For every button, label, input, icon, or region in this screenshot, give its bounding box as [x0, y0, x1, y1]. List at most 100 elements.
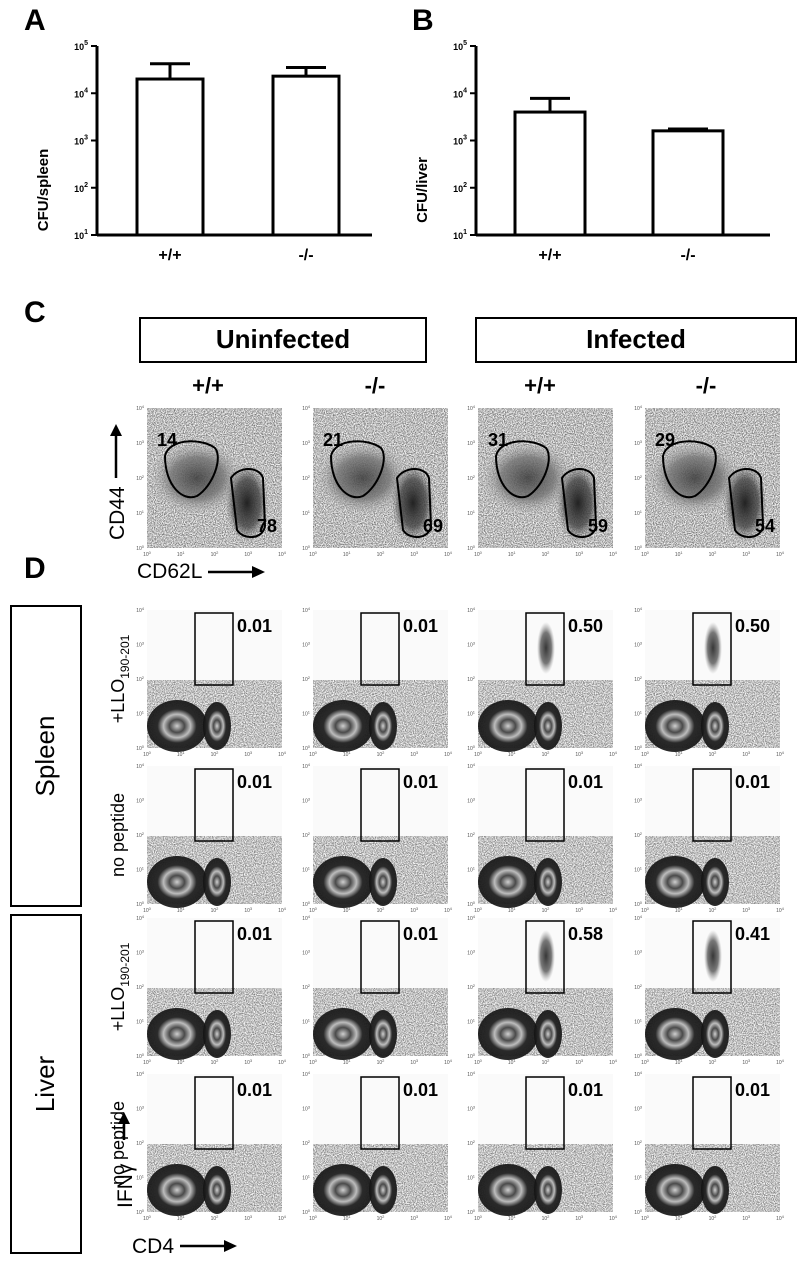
y-tick-exponent: 1 — [308, 1018, 311, 1023]
y-tick-exponent: 4 — [473, 914, 476, 919]
y-tick-label: 100 — [634, 1052, 643, 1060]
y-tick-label: 102 — [467, 1139, 476, 1147]
x-tick-label: 104 — [609, 1214, 618, 1222]
y-tick-label: 101 — [136, 866, 145, 874]
y-tick-label: 100 — [634, 744, 643, 752]
x-tick-exponent: 3 — [250, 750, 253, 755]
gate-percent-lower: 59 — [588, 516, 608, 536]
x-tick-exponent: 3 — [416, 550, 419, 555]
x-tick-exponent: 2 — [714, 906, 717, 911]
cd4-axis-label: CD4 — [132, 1235, 174, 1258]
y-tick-label: 104 — [634, 1070, 643, 1078]
x-tick-exponent: 3 — [250, 550, 253, 555]
x-tick-label: 103 — [742, 550, 751, 558]
tissue-label-spleen: Spleen — [30, 716, 60, 797]
x-tick-exponent: 2 — [714, 1058, 717, 1063]
y-tick-exponent: 2 — [142, 1139, 145, 1144]
x-tick-exponent: 0 — [315, 750, 318, 755]
y-tick-exponent: 3 — [308, 641, 311, 646]
y-tick-label: 101 — [634, 1174, 643, 1182]
x-tick-label: 100 — [641, 906, 650, 914]
y-tick-exponent: 3 — [142, 439, 145, 444]
x-tick-exponent: 0 — [647, 750, 650, 755]
y-tick-exponent: 4 — [308, 1070, 311, 1075]
x-tick-exponent: 3 — [748, 1058, 751, 1063]
cd4-negative-population — [147, 700, 207, 752]
population-cloud — [149, 440, 245, 516]
y-tick-label: 102 — [634, 675, 643, 683]
x-tick-exponent: 0 — [315, 550, 318, 555]
ifng-gate — [360, 1076, 400, 1150]
y-tick-exponent: 4 — [308, 404, 311, 409]
x-tick-label: 103 — [410, 1214, 419, 1222]
x-tick-exponent: 4 — [450, 550, 453, 555]
x-tick-label: 100 — [474, 906, 483, 914]
right-arrow-head-icon — [252, 566, 265, 578]
y-tick-exponent: 1 — [640, 710, 643, 715]
x-tick-label: 104 — [776, 550, 785, 558]
ifng-axis-label: IFNγ — [114, 1163, 137, 1208]
y-tick-exponent: 4 — [473, 762, 476, 767]
y-tick-exponent: 2 — [473, 831, 476, 836]
y-tick-label: 103 — [136, 1105, 145, 1113]
ifng-gate — [525, 768, 565, 842]
category-label: -/- — [298, 247, 313, 264]
y-axis-label: CFU/spleen — [35, 149, 52, 232]
y-tick-label: 103 — [453, 135, 467, 147]
y-tick-exponent: 0 — [640, 544, 643, 549]
y-tick-exponent: 4 — [640, 914, 643, 919]
cd4-negative-population — [478, 1008, 538, 1060]
x-tick-exponent: 2 — [714, 1214, 717, 1219]
x-tick-label: 101 — [508, 1214, 517, 1222]
gate-percent: 0.58 — [568, 924, 603, 944]
y-tick-exponent: 0 — [473, 1052, 476, 1057]
y-tick-label: 103 — [302, 641, 311, 649]
gate-percent-lower: 69 — [423, 516, 443, 536]
x-tick-label: 101 — [508, 906, 517, 914]
tissue-box-spleen — [10, 605, 82, 907]
x-tick-exponent: 2 — [216, 906, 219, 911]
x-tick-exponent: 2 — [382, 906, 385, 911]
x-tick-exponent: 2 — [547, 906, 550, 911]
x-tick-exponent: 1 — [680, 1214, 683, 1219]
ifng-gate — [194, 768, 234, 842]
x-tick-label: 103 — [244, 550, 253, 558]
x-tick-label: 100 — [641, 550, 650, 558]
x-tick-label: 100 — [474, 550, 483, 558]
x-tick-exponent: 4 — [450, 906, 453, 911]
condition-label: no peptide — [108, 793, 128, 877]
panel-d-tissue-labels: Spleen Liver — [10, 605, 82, 1254]
y-tick-exponent: 1 — [84, 229, 88, 236]
y-tick-exponent: 5 — [84, 40, 88, 47]
x-tick-exponent: 1 — [513, 1214, 516, 1219]
cd4-positive-population — [701, 702, 729, 750]
y-tick-label: 100 — [467, 1208, 476, 1216]
y-tick-exponent: 3 — [308, 439, 311, 444]
x-tick-exponent: 1 — [680, 906, 683, 911]
y-tick-label: 103 — [302, 949, 311, 957]
x-tick-exponent: 0 — [149, 550, 152, 555]
x-tick-exponent: 4 — [284, 550, 287, 555]
cd4-positive-population — [203, 858, 231, 906]
y-tick-exponent: 3 — [308, 1105, 311, 1110]
y-tick-exponent: 1 — [142, 1018, 145, 1023]
x-tick-exponent: 0 — [480, 906, 483, 911]
x-tick-exponent: 3 — [416, 906, 419, 911]
x-tick-exponent: 1 — [182, 550, 185, 555]
y-tick-label: 100 — [136, 1052, 145, 1060]
bar — [651, 129, 725, 237]
y-tick-exponent: 0 — [640, 900, 643, 905]
y-tick-label: 100 — [136, 544, 145, 552]
x-tick-label: 100 — [143, 1214, 152, 1222]
y-tick-label: 100 — [302, 1208, 311, 1216]
y-tick-label: 105 — [74, 40, 88, 52]
y-tick-exponent: 4 — [473, 606, 476, 611]
x-tick-label: 101 — [675, 550, 684, 558]
cd4-negative-population — [313, 1008, 373, 1060]
genotype-label: -/- — [365, 373, 386, 398]
y-tick-exponent: 0 — [640, 744, 643, 749]
